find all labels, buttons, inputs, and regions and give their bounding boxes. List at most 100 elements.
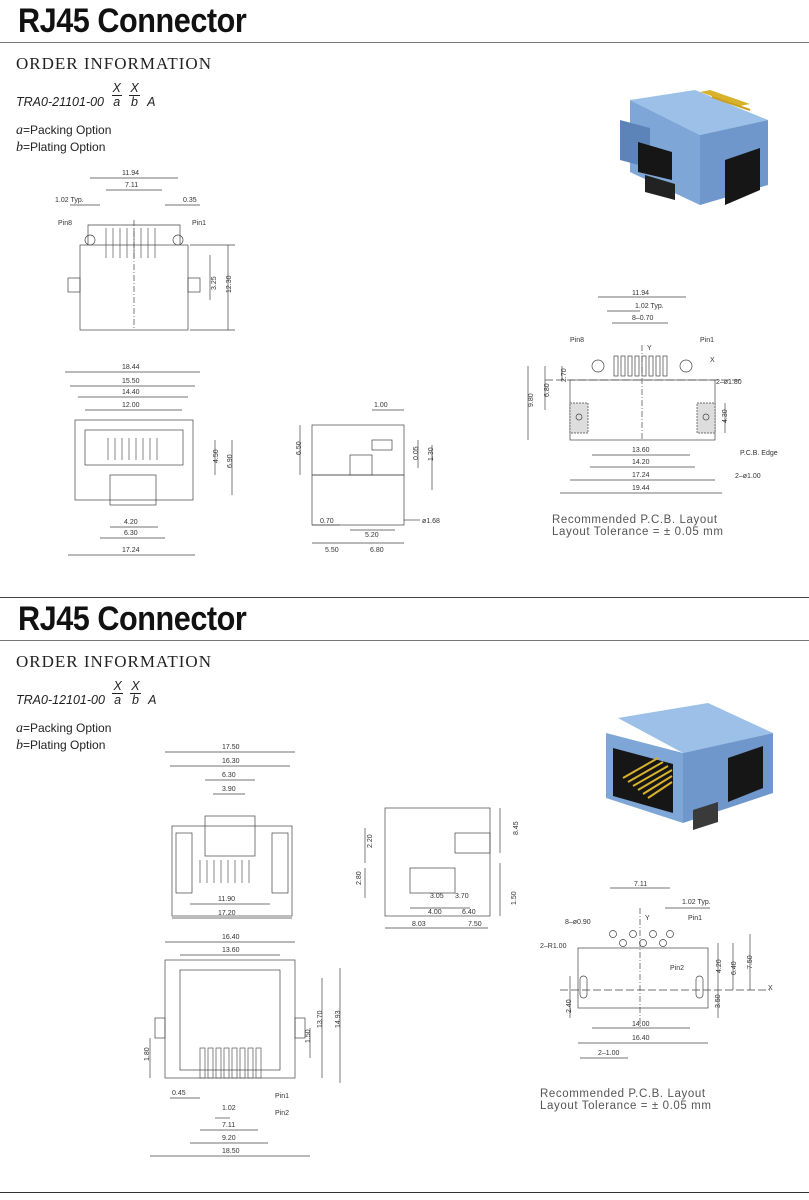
dim-label: 13.60 xyxy=(632,447,650,454)
dim-label: 8–0.70 xyxy=(632,315,654,322)
section-divider xyxy=(0,597,809,598)
option-b-key: b xyxy=(16,140,23,155)
pin-label: Pin1 xyxy=(275,1093,289,1100)
dim-label: 6.40 xyxy=(462,909,476,916)
option-b-text: =Plating Option xyxy=(23,140,106,154)
dim-label: 11.94 xyxy=(122,170,139,177)
dim-label: 12.30 xyxy=(226,275,233,293)
dim-label: 3.70 xyxy=(455,893,469,900)
dim-label: 0.05 xyxy=(413,446,420,460)
dim-label: 18.50 xyxy=(222,1148,240,1155)
section-1: RJ45 Connector ORDER INFORMATION TRA0-21… xyxy=(0,0,809,598)
front-view-outline xyxy=(74,419,194,501)
dim-label: 5.50 xyxy=(325,547,339,554)
dim-label: 7.11 xyxy=(125,182,138,189)
dim-label: 3.25 xyxy=(211,276,218,290)
title-rule xyxy=(0,640,809,641)
dim-label: 1.02 Typ. xyxy=(55,197,84,204)
pcb-note-line1: Recommended P.C.B. Layout xyxy=(552,514,718,526)
top-view-outline xyxy=(164,959,296,1079)
front-view-outline xyxy=(171,825,293,917)
dim-label: 6.90 xyxy=(227,454,234,468)
pcb-outline xyxy=(569,379,716,441)
page-title: RJ45 Connector xyxy=(18,600,247,638)
option-a-key: a xyxy=(16,721,23,736)
dim-label: 4.50 xyxy=(213,449,220,463)
order-heading: ORDER INFORMATION xyxy=(16,652,212,671)
dim-label: 0.70 xyxy=(320,518,334,525)
pcb-note-line2: Layout Tolerance = ± 0.05 mm xyxy=(552,526,724,538)
dim-label: 6.80 xyxy=(544,383,551,397)
dim-label: ø1.68 xyxy=(422,518,440,525)
dim-label: 4.20 xyxy=(124,519,138,526)
title-rule xyxy=(0,42,809,43)
order-heading: ORDER INFORMATION xyxy=(16,54,212,73)
dim-label: 8.03 xyxy=(412,921,426,928)
dim-label: 15.50 xyxy=(122,378,140,385)
dim-label: 4.00 xyxy=(428,909,442,916)
axis-label: Y xyxy=(647,345,652,352)
dim-label: 2–1.00 xyxy=(598,1050,620,1057)
dim-label: 6.40 xyxy=(731,961,738,975)
dim-label: 2.70 xyxy=(561,368,568,382)
dim-label: 16.40 xyxy=(632,1035,650,1042)
dim-label: 12.00 xyxy=(122,402,140,409)
dim-label: 1.50 xyxy=(305,1029,312,1043)
dim-label: 3.90 xyxy=(222,786,236,793)
dim-label: 6.30 xyxy=(222,772,236,779)
dim-label: 2–R1.00 xyxy=(540,943,567,950)
pin-label: Pin1 xyxy=(688,915,702,922)
axis-label: X xyxy=(768,985,773,992)
dim-label: 4.30 xyxy=(722,409,729,423)
dim-label: 0.35 xyxy=(183,197,197,204)
dim-label: 16.40 xyxy=(222,934,240,941)
section-2: RJ45 Connector ORDER INFORMATION TRA0-12… xyxy=(0,598,809,1196)
pin-label: Pin2 xyxy=(275,1110,289,1117)
dim-label: 17.20 xyxy=(218,910,236,917)
dim-label: 4.20 xyxy=(716,959,723,973)
axis-label: Y xyxy=(645,915,650,922)
dim-label: 11.90 xyxy=(218,896,235,903)
dim-label: 13.70 xyxy=(317,1010,324,1028)
page-title: RJ45 Connector xyxy=(18,2,247,40)
pin-label: Pin1 xyxy=(192,220,206,227)
dim-label: 7.11 xyxy=(222,1122,235,1129)
technical-drawings: 11.94 7.11 1.02 Typ. 0.35 Pin8 Pin1 3.25… xyxy=(55,170,778,556)
dim-label: 11.94 xyxy=(632,290,649,297)
dim-label: 6.50 xyxy=(296,441,303,455)
dim-label: 7.50 xyxy=(747,955,754,969)
dim-label: 9.20 xyxy=(222,1135,236,1142)
pcb-outline xyxy=(577,947,709,1009)
dim-label: 18.44 xyxy=(122,364,140,371)
pcb-note: Recommended P.C.B. Layout Layout Toleran… xyxy=(540,1088,712,1112)
dim-label: 3.05 xyxy=(430,893,444,900)
dim-label: 1.80 xyxy=(144,1047,151,1061)
dim-label: 14.20 xyxy=(632,459,650,466)
part-prefix: TRA0-12101-00 xyxy=(16,693,105,707)
dim-label: 5.20 xyxy=(365,532,379,539)
option-b-text: =Plating Option xyxy=(23,738,106,752)
dim-label: 1.30 xyxy=(428,447,435,461)
connector-photo xyxy=(606,703,773,830)
dim-label: 8–ø0.90 xyxy=(565,919,591,926)
dim-label: 1.02 Typ. xyxy=(635,303,664,310)
option-legend: a=Packing Option b=Plating Option xyxy=(16,720,111,754)
dim-label: 2.80 xyxy=(356,871,363,885)
technical-drawings: 17.50 16.30 6.30 3.90 11.90 17.20 8.45 2… xyxy=(144,744,773,1157)
dim-label: 1.02 xyxy=(222,1105,236,1112)
dim-label: 14.00 xyxy=(632,1021,650,1028)
dim-label: 1.50 xyxy=(511,891,518,905)
dim-label: 6.80 xyxy=(370,547,384,554)
pin-label: Pin8 xyxy=(58,220,72,227)
dim-label: 2–ø1.80 xyxy=(716,379,742,386)
option-a-text: =Packing Option xyxy=(23,123,112,137)
part-prefix: TRA0-21101-00 xyxy=(16,95,105,109)
pin-label: Pin2 xyxy=(670,965,684,972)
option-b-key: b xyxy=(16,738,23,753)
pin-label: Pin1 xyxy=(700,337,714,344)
option-legend: a=Packing Option b=Plating Option xyxy=(16,122,111,156)
